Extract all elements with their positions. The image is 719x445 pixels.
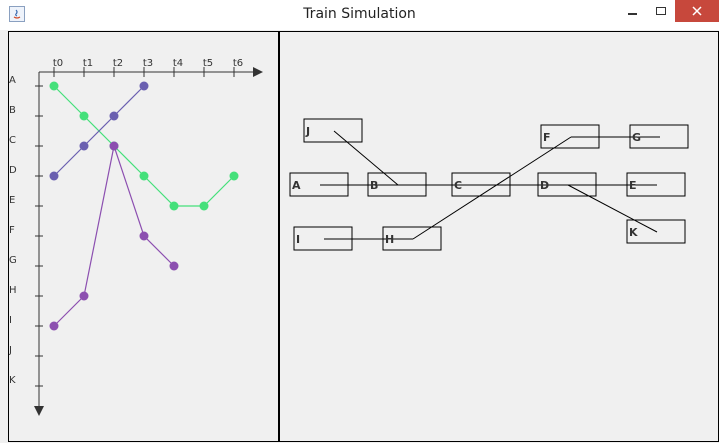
track-line bbox=[412, 136, 572, 240]
station-box bbox=[293, 226, 353, 251]
station-label: E bbox=[629, 179, 637, 192]
station-f[interactable]: F bbox=[540, 124, 600, 149]
series-point-0 bbox=[49, 81, 59, 91]
track-line bbox=[567, 184, 658, 233]
close-icon bbox=[692, 6, 702, 16]
station-box bbox=[382, 226, 442, 251]
minimize-button[interactable] bbox=[618, 0, 648, 22]
series-point-1 bbox=[139, 81, 149, 91]
station-box bbox=[367, 172, 427, 197]
y-tick-label: K bbox=[9, 375, 16, 386]
station-label: D bbox=[540, 179, 549, 192]
network-map: J F G A B C D E I H K bbox=[289, 118, 689, 251]
network-map-panel: J F G A B C D E I H K bbox=[278, 31, 719, 442]
y-tick-label: H bbox=[9, 285, 17, 296]
y-tick-label: A bbox=[9, 75, 16, 86]
x-axis-arrow-icon bbox=[253, 67, 263, 77]
series-point-2 bbox=[109, 141, 119, 151]
y-tick-label: G bbox=[9, 255, 17, 266]
station-label: G bbox=[632, 131, 641, 144]
station-box bbox=[629, 124, 689, 149]
station-box bbox=[303, 118, 363, 143]
series-point-0 bbox=[169, 201, 179, 211]
station-box bbox=[540, 124, 600, 149]
minimize-icon bbox=[628, 13, 637, 15]
series-point-2 bbox=[169, 261, 179, 271]
close-button[interactable] bbox=[675, 0, 719, 22]
station-c[interactable]: C bbox=[451, 172, 511, 197]
y-tick-label: C bbox=[9, 135, 16, 146]
station-g[interactable]: G bbox=[629, 124, 689, 149]
title-bar: Train Simulation bbox=[0, 0, 719, 30]
station-label: K bbox=[629, 226, 638, 239]
series-point-2 bbox=[79, 291, 89, 301]
station-b[interactable]: B bbox=[367, 172, 427, 197]
station-label: C bbox=[454, 179, 462, 192]
series-line-1 bbox=[53, 85, 145, 177]
series-point-1 bbox=[49, 171, 59, 181]
maximize-button[interactable] bbox=[646, 0, 676, 22]
maximize-icon bbox=[656, 7, 666, 15]
x-tick-label: t2 bbox=[113, 58, 123, 69]
x-tick-label: t3 bbox=[143, 58, 153, 69]
series-point-1 bbox=[109, 111, 119, 121]
y-tick-label: B bbox=[9, 105, 16, 116]
series-point-0 bbox=[79, 111, 89, 121]
y-tick-label: F bbox=[9, 225, 15, 236]
station-box bbox=[289, 172, 349, 197]
track-line bbox=[333, 130, 399, 186]
station-label: A bbox=[292, 179, 301, 192]
station-box bbox=[537, 172, 597, 197]
series-point-2 bbox=[139, 231, 149, 241]
y-tick-label: D bbox=[9, 165, 17, 176]
station-a[interactable]: A bbox=[289, 172, 349, 197]
series-point-1 bbox=[79, 141, 89, 151]
series-point-0 bbox=[139, 171, 149, 181]
station-h[interactable]: H bbox=[382, 226, 442, 251]
window-title: Train Simulation bbox=[303, 6, 416, 22]
station-label: B bbox=[370, 179, 378, 192]
station-label: J bbox=[305, 125, 310, 138]
y-axis-arrow-icon bbox=[34, 406, 44, 416]
y-tick-label: I bbox=[9, 315, 12, 326]
station-label: H bbox=[385, 233, 394, 246]
station-k[interactable]: K bbox=[626, 219, 686, 244]
series-point-2 bbox=[49, 321, 59, 331]
station-d[interactable]: D bbox=[537, 172, 597, 197]
station-j[interactable]: J bbox=[303, 118, 363, 143]
series-line-2 bbox=[53, 143, 175, 327]
station-box bbox=[451, 172, 511, 197]
y-tick-label: J bbox=[9, 345, 12, 356]
station-i[interactable]: I bbox=[293, 226, 353, 251]
java-app-icon bbox=[9, 6, 25, 22]
x-tick-label: t6 bbox=[233, 58, 243, 69]
y-tick-label: E bbox=[9, 195, 15, 206]
x-tick-label: t5 bbox=[203, 58, 213, 69]
series-point-0 bbox=[229, 171, 239, 181]
station-box bbox=[626, 172, 686, 197]
station-label: I bbox=[296, 233, 300, 246]
x-tick-label: t4 bbox=[173, 58, 183, 69]
station-box bbox=[626, 219, 686, 244]
x-tick-label: t1 bbox=[83, 58, 93, 69]
station-e[interactable]: E bbox=[626, 172, 686, 197]
station-label: F bbox=[543, 131, 551, 144]
series-point-0 bbox=[199, 201, 209, 211]
x-tick-label: t0 bbox=[53, 58, 63, 69]
timeline-chart: t0 t1 t2 t3 t4 t5 t6A B C D E F G H I J K bbox=[8, 58, 263, 416]
